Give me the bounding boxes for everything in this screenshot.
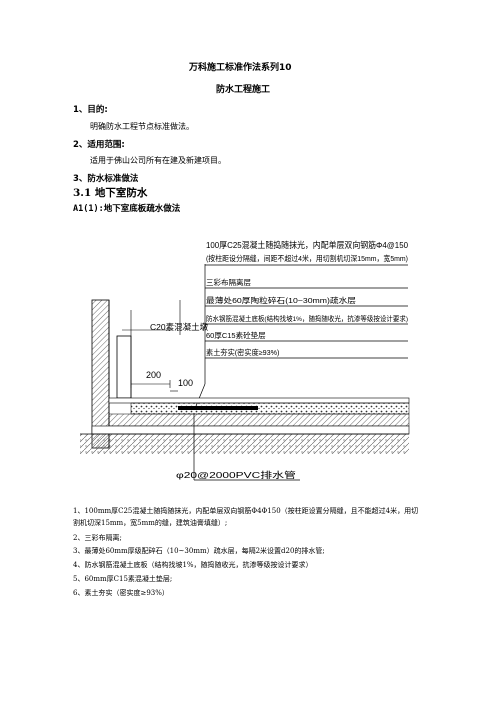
section-2-heading: 2、适用范围: [73,140,125,150]
sub-heading: 3.1 地下室防水 [73,187,148,199]
soil-layer [80,434,409,454]
layer-5-label: 素土夯实(密实度≥93%) [206,348,279,357]
wall-label: C20素混凝土墩 [150,322,209,332]
c20-pier [116,335,132,399]
c15-cushion [91,425,410,435]
section-2-text: 适用于佛山公司所有在建及新建项目。 [90,156,226,165]
pvc-pipe [178,406,258,410]
rc-slab-layer [108,413,410,427]
layer-4-label: 60厚C15素砼垫层 [206,330,266,340]
note-6: 6、素土夯实（密实度≥93%） [73,589,169,597]
doc-title: 万科施工标准作法系列10 [189,63,292,73]
doc-subtitle: 防水工程施工 [216,85,271,95]
a1-heading: A1(1):地下室底板疏水做法 [73,204,181,214]
section-3-heading: 3、防水标准做法 [73,174,139,184]
layer-2-label: 最薄处60厚陶粒碎石(10~30mm)疏水层 [206,295,356,305]
note-3: 3、最薄处60mm厚级配碎石（10~30mm）疏水层，每隔2米设置d20的排水管… [73,547,325,555]
gravel-layer [130,402,410,415]
note-1: 1、100mm厚C25混凝土随捣随抹光，内配单层双向钢筋Φ4Φ150（按柱距设置… [73,507,419,527]
pipe-label: φ20@2000PVC排水管 [176,469,297,480]
note-5: 5、60mm厚C15素混凝土垫层; [73,575,173,583]
label-top-2: (按柱距设分隔缝，间距不超过4米，用切割机切深15mm，宽5mm) [206,253,408,263]
top-slab-layer [108,397,410,404]
dim-200: 200 [146,370,161,380]
dim-100: 100 [178,378,193,388]
note-4: 4、防水钢筋混凝土底板（结构找坡1%，随捣随收光，抗渗等级按设计要求） [73,561,313,569]
label-top-1: 100厚C25混凝土随捣随抹光，内配单层双向钢筋Φ4@150 [206,239,408,250]
section-1-text: 明确防水工程节点标准做法。 [90,122,194,131]
section-1-heading: 1、目的: [73,105,108,115]
layer-3-label: 防水钢筋混凝土底板(结构找坡1%，随捣随收光，抗渗等级按设计要求) [206,314,408,323]
note-2: 2、三彩布隔离; [73,534,122,542]
layer-1-label: 三彩布隔离层 [206,277,251,287]
